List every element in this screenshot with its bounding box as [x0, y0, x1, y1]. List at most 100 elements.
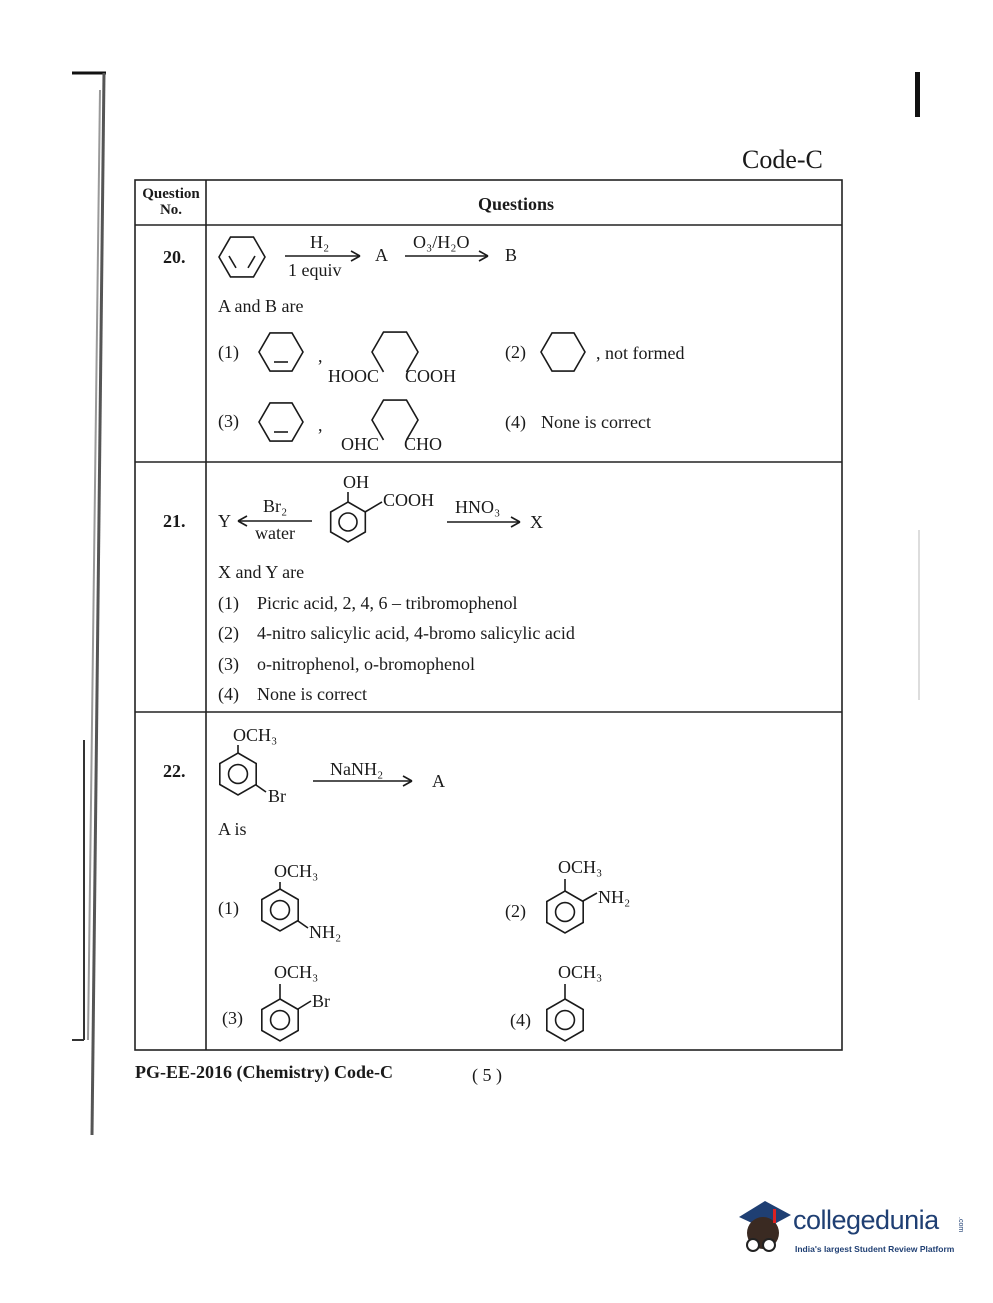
chem-label: Br	[312, 991, 330, 1011]
product-label: A	[432, 771, 445, 791]
collegedunia-watermark: collegedunia .com India's largest Studen…	[735, 1195, 965, 1270]
option-number: (1)	[218, 593, 239, 613]
footer-title: PG-EE-2016 (Chemistry) Code-C	[135, 1062, 393, 1082]
bond-line	[297, 920, 309, 929]
cyclohexadiene-icon	[218, 236, 266, 278]
option-number: (4)	[505, 412, 526, 432]
arrow-head	[478, 250, 489, 257]
cyclohexane-icon	[540, 332, 586, 372]
arrow-head	[350, 255, 361, 262]
bond-line	[255, 784, 267, 793]
benzene-ring-icon	[329, 501, 367, 543]
benzene-ring-icon	[546, 890, 584, 934]
header-questions: Questions	[478, 194, 555, 214]
chem-label: OCH₃	[274, 962, 319, 982]
chem-label: OCH₃	[558, 962, 603, 982]
aromatic-circle-icon	[269, 899, 291, 921]
page-code: Code-C	[742, 145, 823, 174]
scan-mark	[915, 72, 920, 117]
brand-tagline: India's largest Student Review Platform	[795, 1244, 955, 1254]
option-number: (1)	[218, 898, 239, 918]
option-text: None is correct	[541, 412, 651, 432]
option-number: (4)	[510, 1010, 531, 1030]
question-table-border	[134, 179, 843, 1051]
benzene-ring-icon	[261, 998, 299, 1042]
option-number: (3)	[218, 411, 239, 431]
reagent-label: HNO₃	[455, 497, 501, 517]
chem-label: OH	[343, 472, 369, 492]
chem-label: Br	[268, 786, 286, 806]
scan-edge-line	[90, 72, 106, 1136]
aromatic-circle-icon	[227, 763, 249, 785]
cyclohexene-icon	[258, 402, 304, 442]
benzene-ring-icon	[546, 998, 584, 1042]
mascot-logo-icon	[739, 1201, 791, 1252]
arrow-head	[510, 516, 521, 523]
chem-label: NH₂	[598, 887, 631, 907]
product-label: X	[530, 512, 543, 532]
option-text: None is correct	[257, 684, 367, 704]
question-prompt: A is	[218, 819, 247, 839]
option-number: (4)	[218, 684, 239, 704]
reagent-label: Br₂	[263, 496, 288, 516]
chem-label: OCH₃	[274, 861, 319, 881]
aromatic-circle-icon	[554, 901, 576, 923]
option-number: (2)	[218, 623, 239, 643]
brand-name: collegedunia	[793, 1205, 939, 1235]
separator: ,	[318, 415, 323, 435]
chem-label: OCH₃	[558, 857, 603, 877]
header-question-no: Question No.	[142, 186, 200, 218]
option-text: Picric acid, 2, 4, 6 – tribromophenol	[257, 593, 518, 613]
chem-label: HOOC	[328, 366, 380, 386]
product-label: B	[505, 245, 518, 265]
arrow-head	[237, 520, 248, 527]
arrow-head	[510, 521, 521, 528]
cyclohexene-icon	[258, 332, 304, 372]
reagent-label: 1 equiv	[288, 260, 342, 280]
option-number: (1)	[218, 342, 239, 362]
arrow-head	[237, 515, 248, 522]
chem-label: OHC	[341, 434, 380, 454]
option-number: (3)	[218, 654, 239, 674]
arrow-head	[478, 255, 489, 262]
brand-suffix: .com	[957, 1217, 964, 1233]
question-prompt: A and B are	[218, 296, 304, 316]
chem-label: COOH	[383, 490, 435, 510]
question-number: 21.	[163, 511, 186, 531]
bond-line	[582, 892, 598, 902]
open-chain-icon	[371, 399, 419, 441]
scan-edge-line	[87, 89, 101, 1041]
reagent-label: H₂	[310, 232, 330, 252]
option-number: (2)	[505, 342, 526, 362]
chem-label: COOH	[405, 366, 457, 386]
question-number: 20.	[163, 247, 186, 267]
product-label: A	[375, 245, 388, 265]
option-text: , not formed	[596, 343, 685, 363]
reagent-label: O₃/H₂O	[413, 232, 470, 252]
open-chain-icon	[371, 331, 419, 373]
double-bond	[228, 255, 237, 269]
question-prompt: X and Y are	[218, 562, 305, 582]
question-number: 22.	[163, 761, 186, 781]
arrow-head	[402, 775, 413, 782]
benzene-ring-icon	[261, 888, 299, 932]
option-text: 4-nitro salicylic acid, 4-bromo salicyli…	[257, 623, 575, 643]
chem-label: OCH₃	[233, 725, 278, 745]
chem-label: NH₂	[309, 922, 342, 942]
aromatic-circle-icon	[554, 1009, 576, 1031]
option-number: (3)	[222, 1008, 243, 1028]
arrow-head	[350, 250, 361, 257]
double-bond	[247, 255, 256, 269]
bond-line	[297, 1000, 312, 1010]
benzene-ring-icon	[219, 752, 257, 796]
reagent-label: NaNH₂	[330, 759, 384, 779]
bond-line	[364, 501, 383, 513]
aromatic-circle-icon	[338, 512, 358, 532]
page-number: ( 5 )	[472, 1065, 502, 1085]
option-text: o-nitrophenol, o-bromophenol	[257, 654, 475, 674]
reagent-label: water	[255, 523, 295, 543]
separator: ,	[318, 346, 323, 366]
arrow-head	[402, 780, 413, 787]
aromatic-circle-icon	[269, 1009, 291, 1031]
